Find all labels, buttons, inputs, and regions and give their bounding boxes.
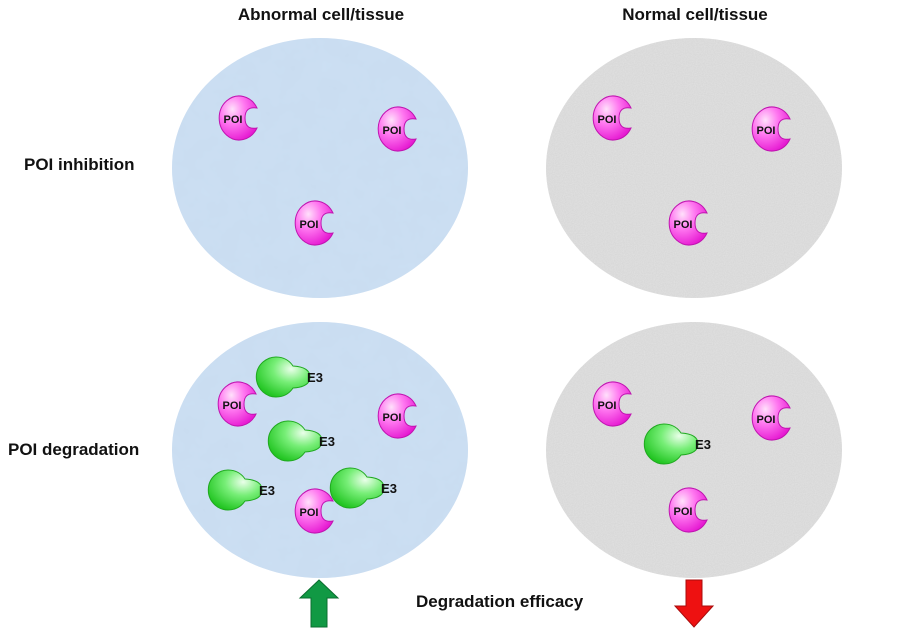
- e3-label: E3: [381, 481, 397, 496]
- poi-molecule: POI: [218, 95, 258, 141]
- poi-label: POI: [598, 400, 617, 412]
- poi-label: POI: [300, 219, 319, 231]
- poi-molecule: POI: [668, 200, 708, 246]
- poi-molecule: POI: [377, 106, 417, 152]
- cell-abnormal-degradation: [172, 322, 468, 578]
- poi-label: POI: [757, 125, 776, 137]
- column-title-abnormal: Abnormal cell/tissue: [237, 5, 405, 24]
- poi-molecule: POI: [592, 95, 632, 141]
- poi-label: POI: [383, 412, 402, 424]
- poi-molecule: POI: [217, 381, 257, 427]
- poi-label: POI: [300, 507, 319, 519]
- e3-molecule: E3: [255, 356, 323, 398]
- e3-molecule: E3: [267, 420, 335, 462]
- poi-label: POI: [383, 125, 402, 137]
- e3-label: E3: [319, 434, 335, 449]
- poi-molecule: POI: [294, 200, 334, 246]
- poi-molecule: POI: [592, 381, 632, 427]
- degradation-efficacy-label: Degradation efficacy: [416, 592, 584, 611]
- poi-molecule: POI: [668, 487, 708, 533]
- e3-molecule: E3: [329, 467, 397, 509]
- e3-molecule: E3: [207, 469, 275, 511]
- poi-molecule: POI: [377, 393, 417, 439]
- poi-label: POI: [674, 506, 693, 518]
- cell-abnormal-inhibition: [172, 38, 468, 298]
- column-title-normal: Normal cell/tissue: [622, 5, 768, 24]
- e3-label: E3: [695, 437, 711, 452]
- poi-molecule: POI: [751, 395, 791, 441]
- e3-label: E3: [307, 370, 323, 385]
- poi-label: POI: [674, 219, 693, 231]
- poi-molecule: POI: [294, 488, 334, 534]
- row-title-degradation: POI degradation: [8, 440, 140, 459]
- row-title-inhibition: POI inhibition: [24, 155, 135, 174]
- e3-molecule: E3: [643, 423, 711, 465]
- poi-label: POI: [757, 414, 776, 426]
- poi-label: POI: [224, 114, 243, 126]
- efficacy-up-arrow-icon: [298, 579, 340, 628]
- e3-label: E3: [259, 483, 275, 498]
- poi-label: POI: [223, 400, 242, 412]
- poi-molecule: POI: [751, 106, 791, 152]
- efficacy-down-arrow-icon: [673, 579, 715, 628]
- poi-label: POI: [598, 114, 617, 126]
- cell-normal-inhibition: [546, 38, 842, 298]
